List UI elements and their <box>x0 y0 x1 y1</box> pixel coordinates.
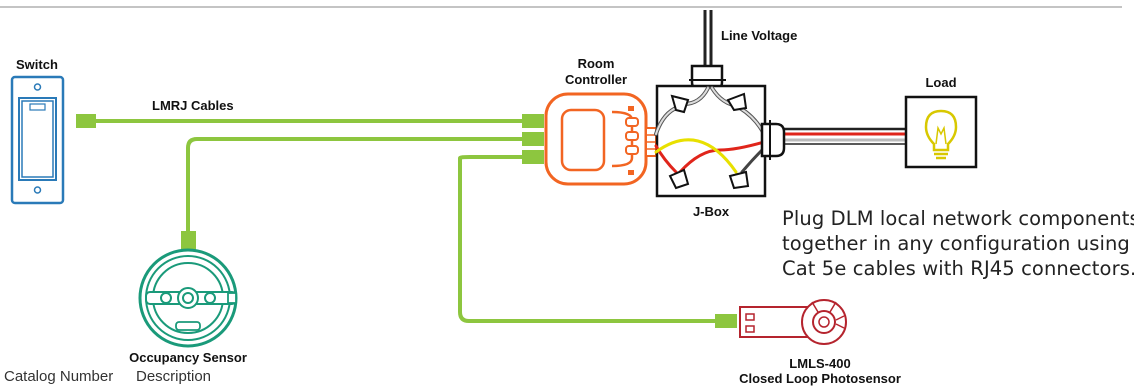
lmrj-cables <box>94 119 718 323</box>
line-voltage-conduit <box>689 10 726 92</box>
plug-controller-3 <box>522 150 544 164</box>
label-line-voltage: Line Voltage <box>721 28 797 43</box>
label-room-controller-2: Controller <box>565 72 627 87</box>
label-load: Load <box>925 75 956 90</box>
light-bulb-icon <box>924 109 958 152</box>
plug-switch-end <box>76 114 96 128</box>
wire-nut-1 <box>670 94 690 114</box>
occupancy-sensor <box>138 248 238 348</box>
label-photosensor-1: LMLS-400 <box>789 356 850 371</box>
plug-photosensor-end <box>715 314 737 328</box>
plug-occupancy-end <box>181 231 196 251</box>
label-room-controller-1: Room <box>578 56 615 71</box>
load-conduit <box>760 120 906 160</box>
wire-nut-3 <box>668 168 690 190</box>
note-line: Cat 5e cables with RJ45 connectors. <box>782 257 1134 280</box>
column-description: Description <box>136 368 212 385</box>
label-photosensor-2: Closed Loop Photosensor <box>739 371 901 386</box>
wire-nut-2 <box>726 92 748 112</box>
wall-switch <box>10 75 65 205</box>
column-catalog-number: Catalog Number <box>4 368 114 385</box>
note-line: together in any configuration using <box>782 232 1130 255</box>
room-controller <box>544 92 657 186</box>
plug-controller-1 <box>522 114 544 128</box>
photosensor <box>739 299 847 345</box>
label-switch: Switch <box>16 57 58 72</box>
load-box <box>904 95 978 169</box>
configuration-note: Plug DLM local network components togeth… <box>782 206 1134 281</box>
wire-nuts <box>668 92 750 190</box>
rj45-plugs <box>76 114 737 328</box>
plug-controller-2 <box>522 132 544 146</box>
label-occupancy-sensor: Occupancy Sensor <box>129 350 247 365</box>
label-lmrj-cables: LMRJ Cables <box>152 98 234 113</box>
cable-occupancy <box>186 137 524 236</box>
wire-nut-4 <box>728 170 750 190</box>
note-line: Plug DLM local network components <box>782 207 1134 230</box>
table-header-fragment: Catalog Number Description <box>4 368 211 385</box>
label-jbox: J-Box <box>693 204 730 219</box>
cable-photosensor <box>458 155 718 323</box>
